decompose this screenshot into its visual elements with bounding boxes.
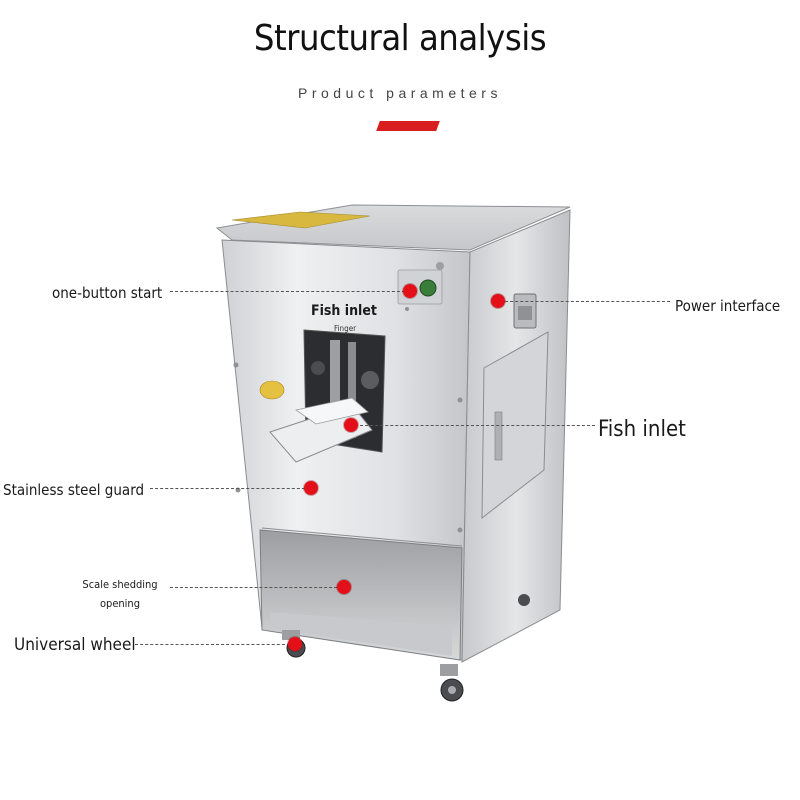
label-power-interface: Power interface (675, 297, 781, 315)
callout-dot-wheel (288, 637, 302, 651)
label-stainless-steel-guard: Stainless steel guard (3, 481, 145, 499)
callout-dot-scale (337, 580, 351, 594)
label-universal-wheel: Universal wheel (14, 635, 136, 655)
label-scale-line-2: opening (99, 597, 140, 610)
leader-line-power (500, 301, 670, 302)
callout-dot-power (491, 294, 505, 308)
universal-wheel-front-right (440, 664, 464, 702)
label-one-button-start: one-button start (52, 284, 163, 302)
machine-label-fish-inlet: Fish inlet (311, 303, 377, 319)
leader-line-fish-inlet (355, 425, 595, 426)
leader-line-scale (170, 587, 342, 588)
leader-line-one-button (170, 291, 410, 292)
leader-line-wheel (135, 644, 295, 645)
label-scale-line-1: Scale shedding (82, 578, 158, 591)
label-fish-inlet: Fish inlet (598, 417, 686, 442)
callout-dot-guard (304, 481, 318, 495)
leader-line-guard (150, 488, 310, 489)
machine-label-finger: Finger (334, 324, 357, 333)
start-button-ring (419, 279, 437, 297)
page-title: Structural analysis (253, 18, 547, 59)
label-scale-shedding-opening: Scale shedding opening (75, 575, 165, 613)
universal-wheel-rear-right (518, 594, 530, 606)
callout-dot-one-button (403, 284, 417, 298)
warning-plate (231, 211, 371, 229)
callout-dot-fish-inlet (344, 418, 358, 432)
page-subtitle: Product parameters (298, 85, 502, 101)
